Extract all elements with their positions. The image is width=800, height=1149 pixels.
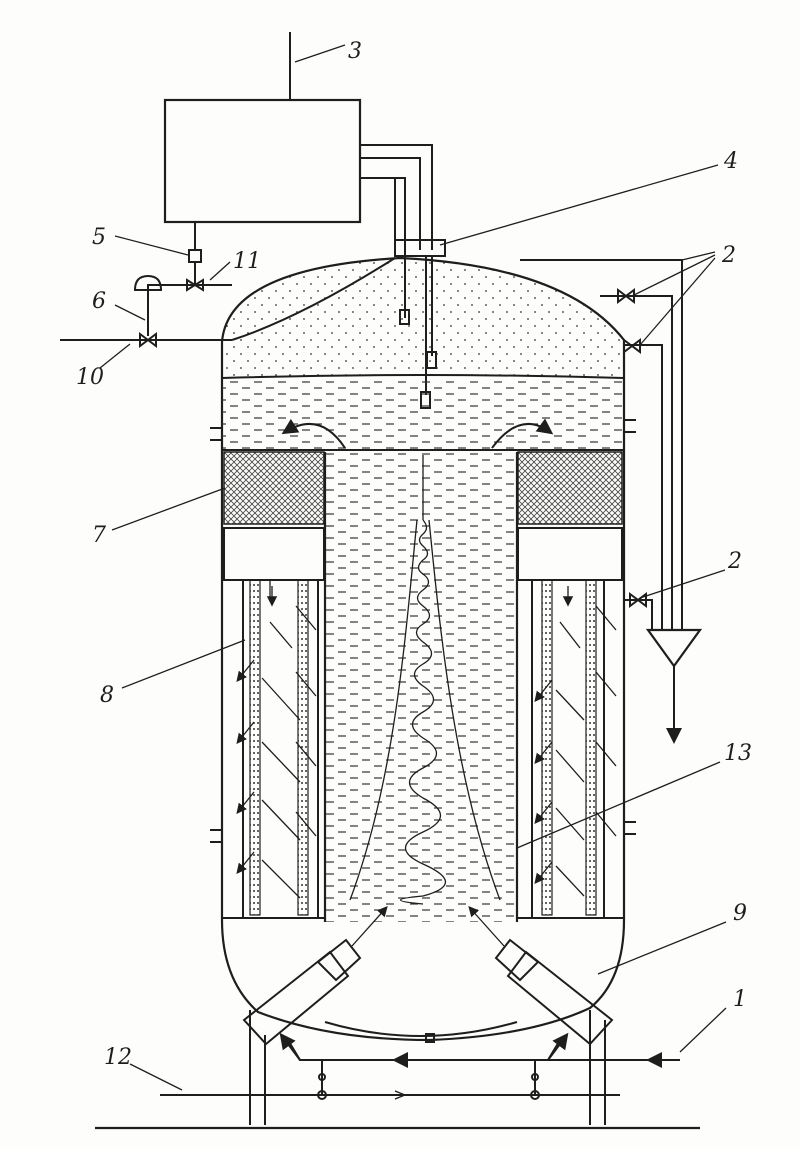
distributor-right — [517, 527, 623, 581]
leader-11 — [209, 261, 231, 281]
tube-bundle-left — [236, 579, 319, 918]
control-unit — [163, 98, 362, 224]
label-5: 5 — [92, 225, 106, 250]
label-10: 10 — [76, 365, 104, 390]
label-12: 12 — [104, 1045, 132, 1070]
label-4: 4 — [723, 149, 738, 174]
label-3: 3 — [348, 39, 362, 64]
distributor-left — [223, 527, 325, 581]
leader-3 — [294, 44, 346, 63]
label-7: 7 — [92, 523, 106, 548]
label-6: 6 — [92, 289, 106, 314]
label-1: 1 — [733, 987, 747, 1012]
leader-2a — [681, 251, 716, 261]
leader-7 — [111, 487, 226, 531]
level-sensor-head — [394, 239, 446, 257]
label-2-mid: 2 — [727, 549, 742, 574]
tube-bundle-right — [531, 579, 617, 918]
leader-10 — [99, 343, 131, 369]
packing-right — [517, 451, 623, 525]
label-9: 9 — [733, 901, 747, 926]
leader-9 — [597, 921, 727, 975]
leader-8 — [121, 639, 246, 689]
leader-6 — [114, 304, 146, 321]
nozzle-right — [468, 906, 614, 1046]
leader-5 — [114, 235, 189, 256]
vessel-bottom — [220, 919, 626, 1042]
leader-12 — [129, 1063, 183, 1091]
vessel-dome — [220, 256, 626, 440]
leader-1 — [679, 1007, 727, 1053]
valve-assembly — [60, 222, 396, 348]
overflow-arrow-left — [281, 418, 346, 449]
packing-left — [223, 451, 325, 525]
label-8: 8 — [100, 683, 114, 708]
vortex-spiral — [349, 455, 501, 905]
liquid-layer — [222, 378, 624, 450]
label-13: 13 — [724, 741, 752, 766]
leader-2a-b — [631, 254, 716, 297]
leader-2b — [639, 569, 726, 599]
overflow-arrow-right — [491, 418, 554, 449]
nozzle-left — [242, 906, 388, 1046]
label-11: 11 — [233, 249, 261, 274]
feed-line-1 — [287, 1039, 680, 1061]
draft-tube — [325, 452, 517, 922]
label-2-top: 2 — [721, 243, 736, 268]
leader-4 — [439, 164, 719, 246]
leader-2a-c — [639, 257, 716, 346]
gas-space — [222, 258, 624, 378]
